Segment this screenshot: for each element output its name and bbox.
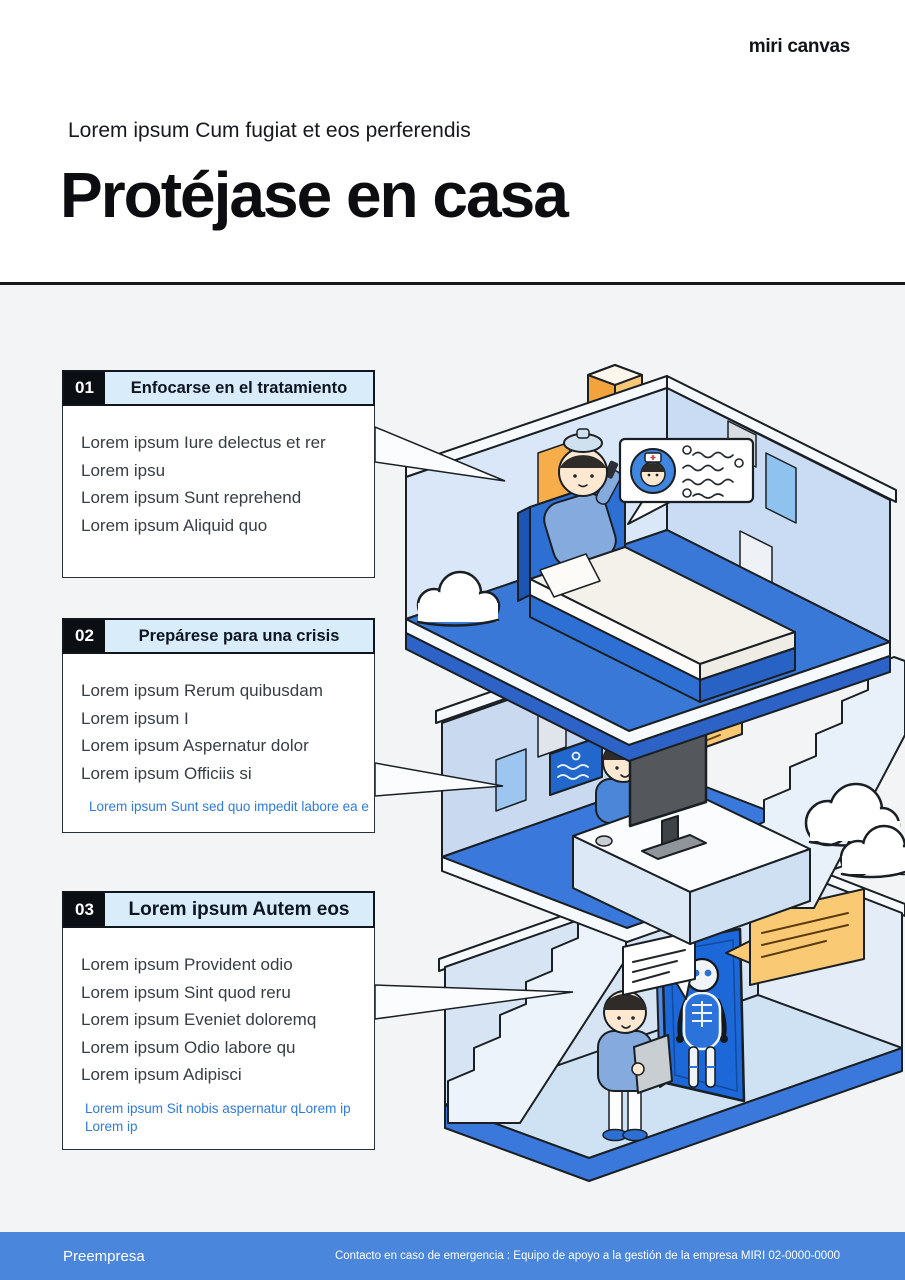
patient-eye [573,474,577,478]
ice-pack-knot [576,428,590,439]
subtitle: Lorem ipsum Cum fugiat et eos perferendi… [68,119,471,142]
top-floor-scene [405,364,897,762]
resident-eye [631,1016,635,1020]
swimmer [571,751,581,761]
patient-mouth [578,484,588,488]
section-heading: Enfocarse en el tratamiento [130,378,348,397]
body-line: Lorem ipsum Eveniet doloremq [81,1010,317,1029]
section-heading: Lorem ipsum Autem eos [128,898,350,920]
section-02: 02 Prepárese para una crisis Lorem ipsum… [62,618,375,833]
body-line: Lorem ipsum Rerum quibusdam [81,681,323,700]
skeleton-left-hand [676,1035,684,1043]
section-03: 03 Lorem ipsum Autem eos Lorem ipsum Pro… [62,891,375,1150]
nurse-cap-cross [650,455,656,460]
body-line: Lorem ipsum Iure delectus et rer [81,433,326,452]
desk-front-right [689,848,811,945]
miricanvas-logo: miri canvas [748,36,851,57]
footer-bar: Preempresa Contacto en caso de emergenci… [0,1232,905,1280]
section-01-header: 01 Enfocarse en el tratamiento [62,370,375,406]
swim-waves [557,764,589,780]
section-03-body: Lorem ipsum Provident odio Lorem ipsum S… [62,928,375,1150]
section-02-body: Lorem ipsum Rerum quibusdam Lorem ipsum … [62,654,375,833]
page-title: Protéjase en casa [60,159,569,231]
section-01-body: Lorem ipsum Iure delectus et rer Lorem i… [62,406,375,578]
body-line: Lorem ipsum Adipisci [81,1065,242,1084]
section-number-badge: 03 [64,893,105,926]
header-divider-line [0,282,905,285]
monitor-base [641,834,707,860]
patient-eye [590,474,594,478]
top-right-wall-rim [666,375,897,503]
white-speech-bubble [622,930,696,1000]
mouse [595,835,613,847]
nurse-call-bubble [618,437,755,525]
footer-contact: Contacto en caso de emergencia : Equipo … [334,1250,840,1262]
nurse-hair [641,463,665,472]
skeleton-eye [704,969,712,977]
resident-leg [627,1088,642,1134]
resident-hand [631,1062,645,1076]
body-line: Lorem ipsum Officiis si [81,763,252,783]
blue-window [765,452,797,524]
section-01: 01 Enfocarse en el tratamiento Lorem ips… [62,370,375,578]
body-line: Lorem ipsum Provident odio [81,955,293,974]
swim-picture-frame [549,735,603,796]
bottom-floor-edge [444,1047,903,1182]
body-line: Lorem ipsum I [81,708,189,728]
skeleton-right-hand [720,1035,728,1043]
resident-shoe [622,1128,648,1142]
blue-window [495,748,527,812]
patient-in-bed-on-phone [517,428,796,703]
section-note-link: Lorem ipsum Sit nobis aspernatur qLorem … [85,1100,351,1134]
resident-hair [604,994,646,1010]
tablet [633,1034,673,1094]
body-line: Lorem ipsum Aspernatur dolor [81,736,309,755]
headboard-side [517,506,531,602]
resident-smile [621,1025,631,1029]
resident-eye [617,1016,621,1020]
cloud [416,570,501,627]
body-line: Lorem ipsum Sint quod reru [81,982,291,1002]
house-cutaway-illustration [405,364,905,1182]
resident-leg [608,1088,623,1134]
body-line: Lorem ipsum Odio labore qu [81,1037,296,1057]
section-03-header: 03 Lorem ipsum Autem eos [62,891,375,928]
clouds [804,782,905,879]
swim-picture [549,735,603,796]
skeleton-ribs [692,1001,712,1027]
section-number-badge: 02 [64,620,105,652]
worker-smile [620,774,630,778]
section-number-badge: 01 [64,372,105,404]
handwritten-lines [682,445,744,499]
section-note-link: Lorem ipsum Sunt sed quo impedit labore … [89,799,369,814]
body-line: Lorem ipsum Sunt reprehend [81,488,302,507]
door-inner-line [670,939,738,1092]
pillow [539,553,601,598]
footer-company: Preempresa [63,1247,145,1265]
resident-with-tablet [597,990,673,1142]
body-line: Lorem ipsum Aliquid quo [81,515,268,535]
patient-hair [560,455,606,468]
bubble-text-lines [761,912,849,958]
bubble-text-lines [632,949,686,983]
top-floor-edge-blue [405,632,891,762]
body-line: Lorem ipsu [81,460,166,480]
section-heading: Prepárese para una crisis [138,626,340,645]
section-02-header: 02 Prepárese para una crisis [62,618,375,654]
cloud [839,824,905,879]
worker-eye [615,766,619,770]
bed-base [699,647,796,703]
